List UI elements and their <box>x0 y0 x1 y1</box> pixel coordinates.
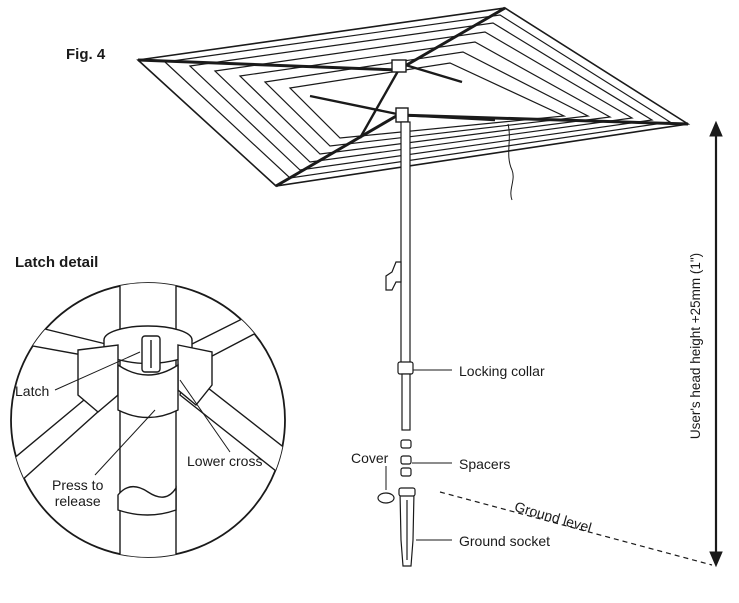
cover-cap <box>377 492 395 504</box>
arm-back-right <box>397 6 506 72</box>
arm-back-left <box>137 58 399 72</box>
lower-hub <box>395 107 409 123</box>
ground-level-line <box>439 491 713 566</box>
spacers-label: Spacers <box>459 456 511 472</box>
pole <box>377 121 416 567</box>
line-ring-3 <box>213 31 634 163</box>
socket-rim <box>398 487 416 497</box>
strut-3 <box>309 94 403 117</box>
detail-pole <box>119 283 177 557</box>
leader-press <box>94 409 156 476</box>
leader-lines <box>385 369 452 541</box>
winder-handle <box>385 261 402 291</box>
lower-cross-center <box>117 363 179 419</box>
release-pocket <box>117 485 177 516</box>
strut-2 <box>401 62 463 84</box>
lower-pole <box>401 373 411 431</box>
press-to-release-label: Press to release <box>52 477 104 509</box>
leader-latch <box>54 351 141 391</box>
line-ring-2 <box>188 22 654 171</box>
latch-detail-title: Latch detail <box>15 254 99 271</box>
locking-collar <box>397 361 414 375</box>
spacer-3 <box>400 467 412 477</box>
pull-cord <box>507 123 514 201</box>
lower-cross-label: Lower cross <box>187 453 263 469</box>
spacer-2 <box>400 455 412 465</box>
ground-socket-label: Ground socket <box>459 533 551 549</box>
strut-1 <box>358 63 404 139</box>
figure-title: Fig. 4 <box>66 46 106 63</box>
line-ring-4 <box>238 41 612 155</box>
spacer-1 <box>400 439 412 449</box>
top-hub <box>391 59 407 73</box>
cover-label: Cover <box>351 450 389 466</box>
height-arrow <box>709 120 723 568</box>
locking-collar-label: Locking collar <box>459 363 545 379</box>
upper-pole <box>400 121 411 367</box>
strut-4 <box>401 113 496 122</box>
lower-cross-bracket-left <box>77 344 119 413</box>
latch-label: Latch <box>15 383 50 399</box>
user-head-height-label: User's head height +25mm (1") <box>688 252 703 440</box>
leader-lower-cross <box>179 379 231 453</box>
clothesline-head <box>136 6 691 201</box>
arm-front-left <box>275 113 399 188</box>
latch-detail-circle <box>10 282 286 558</box>
